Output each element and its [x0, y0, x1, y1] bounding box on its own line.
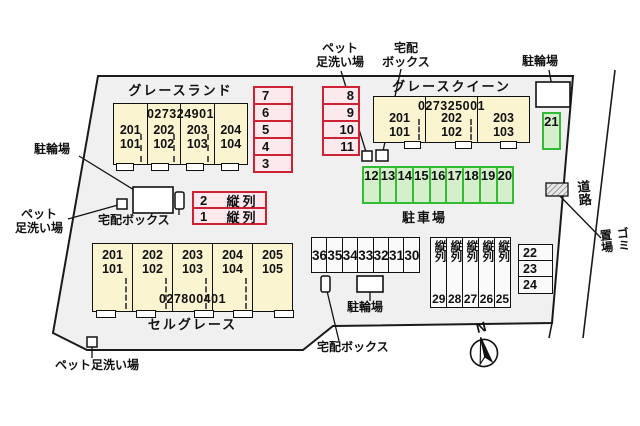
entrance-step: [116, 163, 134, 171]
parking-column-right: 22 23 24: [518, 244, 553, 294]
parking-spot: 20: [495, 166, 515, 204]
building-name-cellgrace: セルグレース: [147, 317, 238, 332]
parking-lot-label: 駐車場: [402, 210, 448, 225]
entrance-step: [136, 310, 156, 318]
bicycle-area-top-right: [535, 81, 571, 108]
parking-spot: 11: [322, 137, 360, 156]
compass-icon: [469, 337, 499, 368]
delivery-box-marker-bottom: [320, 275, 331, 293]
garbage-area: [545, 182, 569, 197]
delivery-box-marker-top: [375, 149, 389, 162]
road-edge: [582, 69, 616, 339]
pet-wash-marker-bottom: [86, 336, 98, 348]
bicycle-parking-label-bottom: 駐輪場: [347, 300, 384, 314]
parking-spot: 3: [253, 154, 293, 173]
pet-wash-label-mid-left: ペット足洗い場: [14, 207, 63, 235]
pet-wash-marker-top: [361, 150, 373, 162]
entrance-step: [151, 163, 169, 171]
parking-row-green: 12 13 14 15 16 17 18 19 20: [362, 166, 515, 204]
parking-spot: 19: [478, 166, 498, 204]
entrance-step: [186, 163, 204, 171]
parking-spot: 21: [542, 112, 561, 150]
parking-spot: 12: [362, 166, 381, 204]
entrance-step: [221, 163, 239, 171]
building-name-graceland: グレースランド: [128, 83, 233, 98]
entrance-step: [96, 310, 116, 318]
parking-column-red-b: 8 9 10 11: [322, 86, 360, 156]
pet-wash-label-bottom: ペット足洗い場: [55, 358, 140, 372]
entrance-step: [194, 310, 214, 318]
parking-column-red-a: 7 6 5 4 3: [253, 86, 293, 173]
parking-spot: 22: [518, 244, 553, 262]
entrance-step: [274, 310, 294, 318]
garbage-area-label: ゴミ置場: [597, 226, 632, 254]
entrance-step: [455, 141, 472, 149]
bicycle-parking-label-mid-left: 駐輪場: [34, 142, 71, 156]
bicycle-area-mid-left: [132, 186, 174, 214]
delivery-box-label-bottom: 宅配ボックス: [317, 340, 389, 354]
delivery-box-marker-mid: [174, 191, 185, 210]
pet-wash-label-top: ペット足洗い場: [315, 41, 364, 69]
delivery-box-label-top: 宅配ボックス: [382, 41, 430, 69]
road-label: 道路: [574, 179, 593, 207]
parking-spot: 23: [518, 260, 553, 278]
bicycle-parking-label-top-right: 駐輪場: [522, 54, 559, 68]
parking-row-white: 36 35 34 33 32 31 30: [311, 237, 421, 273]
pet-wash-marker-mid: [116, 198, 128, 210]
parking-spot: 30: [403, 237, 421, 273]
building-serial: 027324901: [146, 107, 215, 121]
road-edge-lower: [548, 322, 553, 339]
building-serial: 027325001: [417, 99, 486, 113]
parking-spot: 17: [445, 166, 465, 204]
delivery-box-label-mid: 宅配ボックス: [98, 213, 170, 227]
entrance-step: [404, 141, 421, 149]
parking-spot: 14: [395, 166, 415, 204]
parking-spot: 36: [311, 237, 328, 273]
building-serial: 027800401: [158, 292, 227, 306]
bicycle-area-bottom: [356, 275, 384, 293]
entrance-step: [233, 310, 253, 318]
building-name-gracequeen: グレースクイーン: [392, 79, 511, 94]
parking-spot: 31: [388, 237, 406, 273]
parking-spot: 24: [518, 276, 553, 294]
entrance-step: [500, 141, 517, 149]
